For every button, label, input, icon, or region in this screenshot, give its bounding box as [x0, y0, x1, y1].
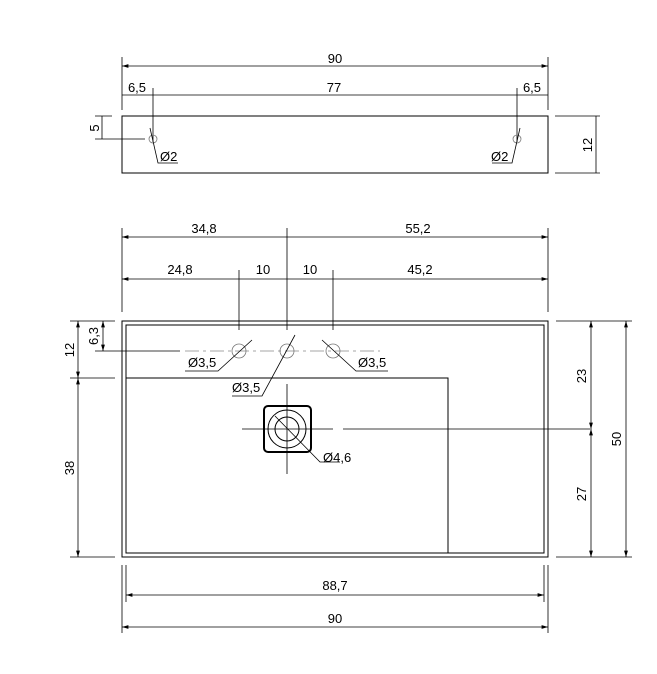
dim-hole-right: 45,2 [407, 262, 432, 277]
hole-right-diameter: Ø3,5 [358, 355, 386, 370]
dim-inner-width: 88,7 [322, 578, 347, 593]
dim-hole-row: 6,3 [86, 327, 101, 345]
extension-lines-left [70, 320, 180, 558]
hole-left-diameter: Ø2 [160, 149, 177, 164]
extension-lines-bottom [121, 565, 549, 633]
top-view-outline [121, 115, 549, 174]
leader-lines [149, 127, 521, 164]
dim-hole-left: 24,8 [167, 262, 192, 277]
extension-lines-right [556, 320, 632, 558]
dim-thickness: 12 [580, 138, 595, 152]
tap-hole-right [325, 343, 341, 359]
basin-edge [126, 377, 449, 553]
dim-center-left: 34,8 [191, 221, 216, 236]
dim-drain-bottom: 27 [574, 487, 589, 501]
extension-lines [121, 57, 549, 142]
inner-outline [125, 324, 545, 554]
dim-hole-gap-1: 10 [256, 262, 270, 277]
drain-centerlines [242, 384, 590, 474]
dim-hole-offset-left: 6,5 [128, 80, 146, 95]
pin-hole-left [148, 134, 158, 144]
dim-overall-width: 90 [328, 51, 342, 66]
plan-view: 34,8 55,2 24,8 10 10 45,2 Ø3,5 Ø3,5 Ø3,5… [62, 221, 632, 633]
drain-diameter: Ø4,6 [323, 450, 351, 465]
dim-basin-depth: 38 [62, 461, 77, 475]
dim-center-right: 55,2 [405, 221, 430, 236]
tap-hole-left [231, 343, 247, 359]
outer-outline [121, 320, 549, 558]
hole-center-diameter: Ø3,5 [232, 380, 260, 395]
dim-total-depth: 50 [609, 432, 624, 446]
dim-hole-depth: 5 [87, 124, 102, 131]
drain-leader [274, 415, 340, 463]
pin-hole-right [512, 134, 522, 144]
hole-leaders [185, 334, 388, 397]
dim-lines-vertical [95, 115, 600, 174]
dim-hole-gap-2: 10 [303, 262, 317, 277]
dim-hole-offset-right: 6,5 [523, 80, 541, 95]
dim-drain-top: 23 [574, 369, 589, 383]
tap-hole-center [279, 343, 295, 359]
dim-rim-depth: 12 [62, 343, 77, 357]
top-view: 90 6,5 77 6,5 Ø2 Ø2 5 12 [87, 51, 600, 174]
hole-left-diameter: Ø3,5 [188, 355, 216, 370]
dim-hole-spacing: 77 [327, 80, 341, 95]
hole-right-diameter: Ø2 [491, 149, 508, 164]
dim-total-width: 90 [328, 611, 342, 626]
